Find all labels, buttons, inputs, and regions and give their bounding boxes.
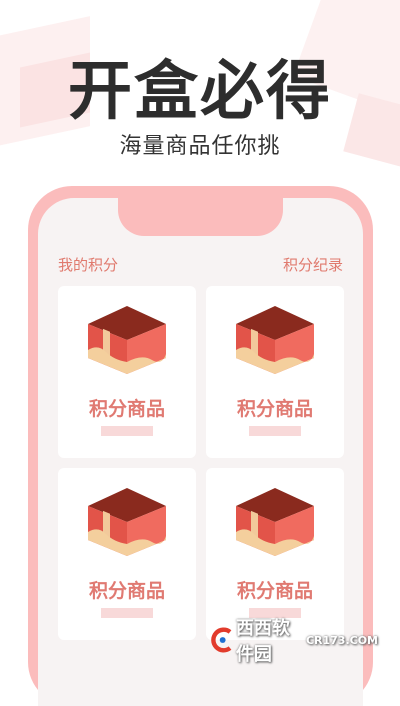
- my-points-link[interactable]: 我的积分: [58, 256, 119, 274]
- gift-box-icon: [236, 488, 314, 556]
- card-placeholder-bar: [101, 426, 153, 436]
- card-title: 积分商品: [236, 580, 313, 602]
- product-card[interactable]: 积分商品: [206, 286, 344, 458]
- product-card[interactable]: 积分商品: [206, 468, 344, 640]
- phone-mockup: 我的积分 积分纪录 积分商品: [28, 186, 373, 706]
- watermark: 西西软件园 CR173.COM: [208, 618, 378, 665]
- watermark-logo-icon: [211, 627, 232, 653]
- phone-screen: 我的积分 积分纪录 积分商品: [38, 198, 363, 706]
- points-header: 我的积分 积分纪录: [58, 254, 343, 275]
- card-placeholder-bar: [101, 608, 153, 618]
- headline: 开盒必得: [68, 55, 332, 129]
- card-title: 积分商品: [88, 398, 165, 420]
- points-record-link[interactable]: 积分纪录: [282, 256, 343, 274]
- card-title: 积分商品: [236, 398, 313, 420]
- gift-box-icon: [88, 306, 166, 374]
- gift-box-icon: [236, 306, 314, 374]
- card-title: 积分商品: [88, 580, 165, 602]
- watermark-url: CR173.COM: [305, 633, 378, 647]
- product-card[interactable]: 积分商品: [58, 468, 196, 640]
- phone-notch: [118, 198, 283, 236]
- card-placeholder-bar: [249, 608, 301, 618]
- product-grid: 积分商品 积分商品: [58, 286, 344, 640]
- subheadline: 海量商品任你挑: [119, 134, 281, 159]
- gift-box-icon: [88, 488, 166, 556]
- card-placeholder-bar: [249, 426, 301, 436]
- product-card[interactable]: 积分商品: [58, 286, 196, 458]
- watermark-text: 西西软件园: [235, 618, 290, 665]
